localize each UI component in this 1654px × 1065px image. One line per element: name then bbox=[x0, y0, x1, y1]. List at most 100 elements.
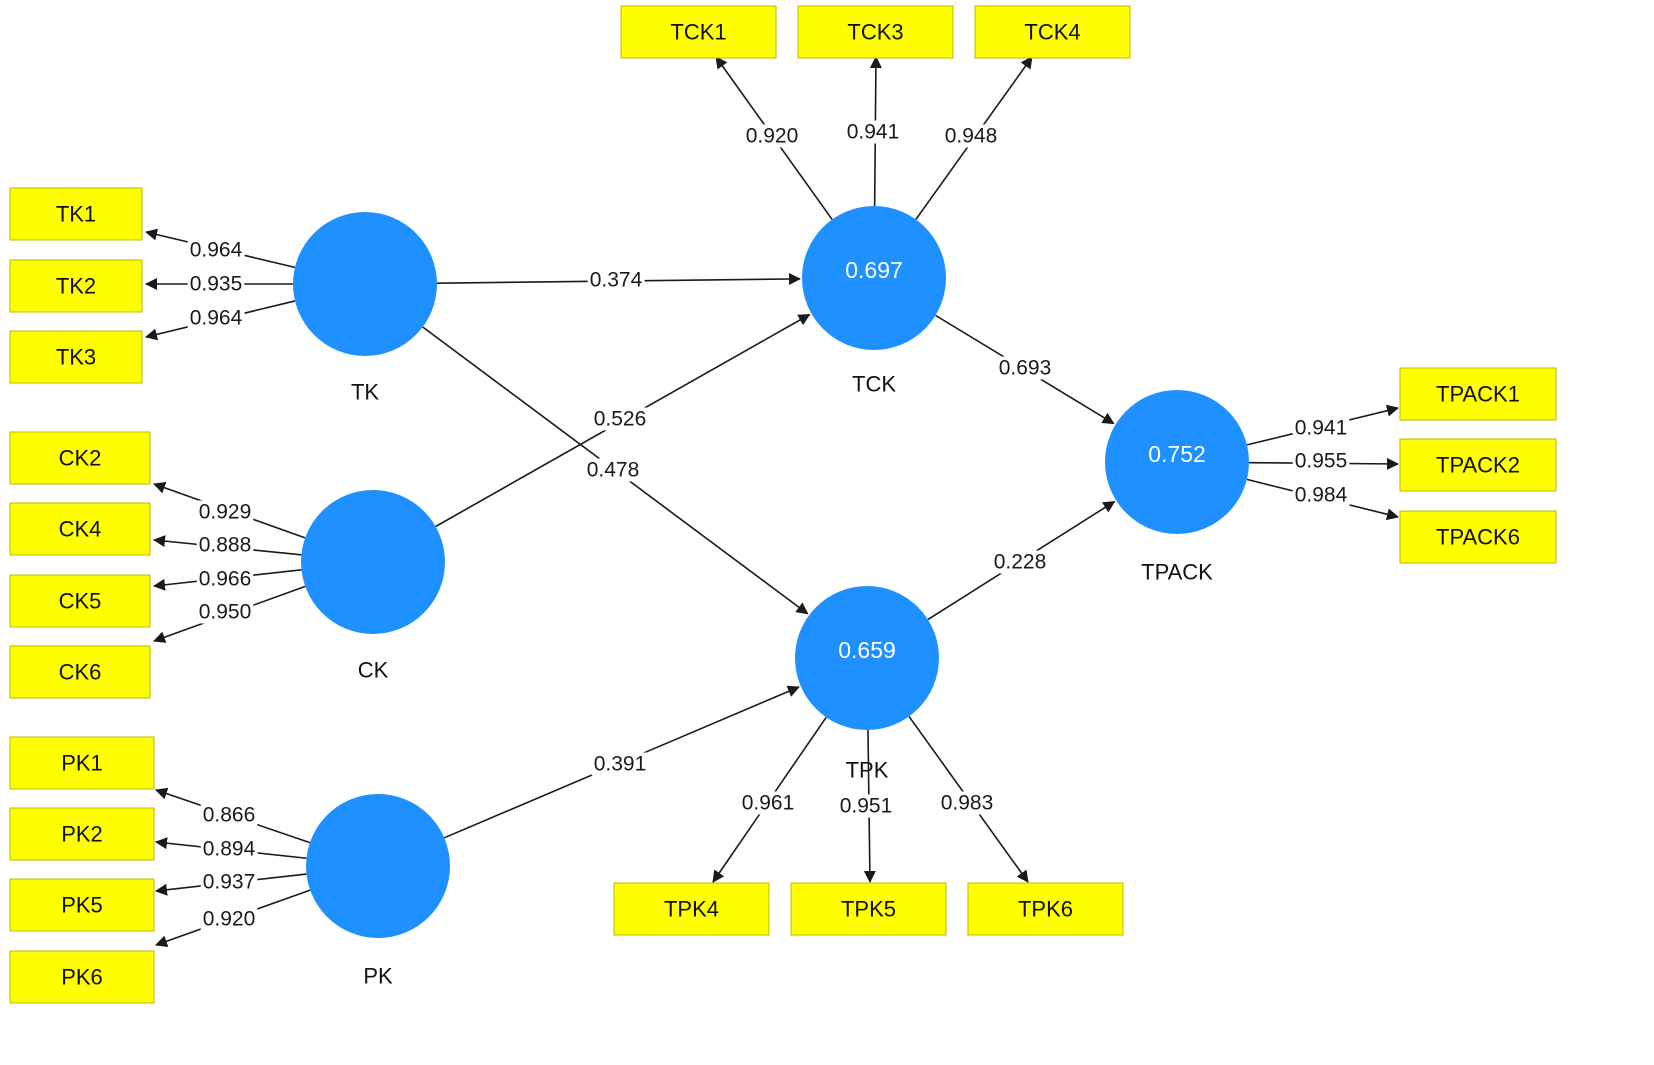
indicator-box bbox=[9, 807, 155, 861]
indicator-label: TPK6 bbox=[1018, 897, 1073, 922]
indicator-tck3[interactable]: TCK3 bbox=[797, 5, 954, 59]
indicator-ck2[interactable]: CK2 bbox=[9, 431, 151, 485]
loading-value-ck6: 0.950 bbox=[199, 601, 252, 624]
indicator-box bbox=[9, 950, 155, 1004]
indicator-tpk4[interactable]: TPK4 bbox=[613, 882, 770, 936]
latent-ck[interactable]: CK bbox=[301, 490, 445, 683]
loading-value-tpack6-bg bbox=[1292, 483, 1350, 507]
loading-value-tpk6-bg bbox=[938, 791, 996, 815]
latent-circle bbox=[795, 586, 939, 730]
indicator-box bbox=[9, 259, 143, 313]
indicator-tck1[interactable]: TCK1 bbox=[620, 5, 777, 59]
indicator-label: TPACK1 bbox=[1436, 382, 1520, 407]
loading-value-tk2-bg bbox=[187, 272, 245, 296]
loading-value-ck5-bg bbox=[196, 567, 254, 591]
latent-name: TPK bbox=[846, 758, 889, 783]
indicator-box bbox=[9, 736, 155, 790]
indicator-label: TPACK6 bbox=[1436, 525, 1520, 550]
latent-name: TK bbox=[351, 380, 379, 405]
path-coefficient-tck-tpack: 0.693 bbox=[999, 357, 1052, 380]
loading-value-ck2: 0.929 bbox=[199, 501, 252, 524]
indicator-label: TCK3 bbox=[847, 20, 903, 45]
loading-value-tk1-bg bbox=[187, 238, 245, 262]
loading-value-tck3-bg bbox=[844, 120, 902, 144]
indicator-label: TPK4 bbox=[664, 897, 719, 922]
loading-value-tpk4: 0.961 bbox=[742, 792, 795, 815]
latent-pk[interactable]: PK bbox=[306, 794, 450, 989]
loading-value-tk2: 0.935 bbox=[190, 273, 243, 296]
indicator-box bbox=[9, 187, 143, 241]
loading-value-ck5: 0.966 bbox=[199, 568, 252, 591]
indicator-tk1[interactable]: TK1 bbox=[9, 187, 143, 241]
indicator-label: PK2 bbox=[61, 822, 103, 847]
loading-value-tpack2-bg bbox=[1292, 449, 1350, 473]
indicator-tpack1[interactable]: TPACK1 bbox=[1399, 367, 1557, 421]
indicator-box bbox=[797, 5, 954, 59]
loading-value-tpack6: 0.984 bbox=[1295, 484, 1348, 507]
indicator-tck4[interactable]: TCK4 bbox=[974, 5, 1131, 59]
loading-value-tck4: 0.948 bbox=[945, 125, 998, 148]
indicator-box bbox=[9, 574, 151, 628]
indicator-tpack2[interactable]: TPACK2 bbox=[1399, 438, 1557, 492]
indicator-tpk5[interactable]: TPK5 bbox=[790, 882, 947, 936]
indicator-label: PK6 bbox=[61, 965, 103, 990]
indicator-label: TK3 bbox=[56, 345, 96, 370]
indicator-box bbox=[1399, 367, 1557, 421]
latent-name: TPACK bbox=[1141, 560, 1213, 585]
indicator-box bbox=[9, 645, 151, 699]
path-coefficient-ck-tck-bg bbox=[591, 407, 649, 431]
indicator-ck5[interactable]: CK5 bbox=[9, 574, 151, 628]
indicator-tk2[interactable]: TK2 bbox=[9, 259, 143, 313]
indicator-tpack6[interactable]: TPACK6 bbox=[1399, 510, 1557, 564]
loading-value-tck1-bg bbox=[743, 124, 801, 148]
latent-r-squared: 0.697 bbox=[845, 257, 903, 283]
indicator-ck6[interactable]: CK6 bbox=[9, 645, 151, 699]
indicator-label: TK1 bbox=[56, 202, 96, 227]
loading-value-tpack1: 0.941 bbox=[1295, 417, 1348, 440]
loading-value-pk1-bg bbox=[200, 803, 258, 827]
indicator-box bbox=[1399, 510, 1557, 564]
indicator-pk2[interactable]: PK2 bbox=[9, 807, 155, 861]
indicator-label: PK1 bbox=[61, 751, 103, 776]
indicator-pk6[interactable]: PK6 bbox=[9, 950, 155, 1004]
loading-value-pk2-bg bbox=[200, 837, 258, 861]
loading-value-tpack1-bg bbox=[1292, 416, 1350, 440]
indicator-tpk6[interactable]: TPK6 bbox=[967, 882, 1124, 936]
indicator-box bbox=[967, 882, 1124, 936]
indicator-pk1[interactable]: PK1 bbox=[9, 736, 155, 790]
path-coefficient-pk-tpk: 0.391 bbox=[594, 753, 647, 776]
latent-circle bbox=[802, 206, 946, 350]
loading-value-ck4: 0.888 bbox=[199, 534, 252, 557]
indicator-box bbox=[613, 882, 770, 936]
indicator-label: TCK4 bbox=[1024, 20, 1080, 45]
loading-value-pk6: 0.920 bbox=[203, 908, 256, 931]
latent-tk[interactable]: TK bbox=[293, 212, 437, 405]
loading-value-tck4-bg bbox=[942, 124, 1000, 148]
indicator-box bbox=[9, 878, 155, 932]
indicator-label: CK5 bbox=[59, 589, 102, 614]
indicator-box bbox=[1399, 438, 1557, 492]
path-coefficient-tk-tck: 0.374 bbox=[590, 269, 643, 292]
path-coefficient-tpk-tpack-bg bbox=[991, 550, 1049, 574]
indicator-ck4[interactable]: CK4 bbox=[9, 502, 151, 556]
latent-r-squared: 0.659 bbox=[838, 637, 896, 663]
indicator-pk5[interactable]: PK5 bbox=[9, 878, 155, 932]
loading-value-pk5-bg bbox=[200, 870, 258, 894]
path-coefficient-tk-tpk-bg bbox=[584, 458, 642, 482]
path-coefficient-tpk-tpack: 0.228 bbox=[994, 551, 1047, 574]
indicator-label: TPACK2 bbox=[1436, 453, 1520, 478]
indicator-box bbox=[9, 431, 151, 485]
latent-name: PK bbox=[363, 964, 393, 989]
indicator-label: PK5 bbox=[61, 893, 103, 918]
loading-value-tpk4-bg bbox=[739, 791, 797, 815]
loading-value-tck3: 0.941 bbox=[847, 121, 900, 144]
latent-circle bbox=[301, 490, 445, 634]
indicator-label: CK4 bbox=[59, 517, 102, 542]
indicator-tk3[interactable]: TK3 bbox=[9, 330, 143, 384]
coefficient-labels-layer: 0.9640.9350.9640.9290.8880.9660.9500.866… bbox=[187, 120, 1350, 931]
